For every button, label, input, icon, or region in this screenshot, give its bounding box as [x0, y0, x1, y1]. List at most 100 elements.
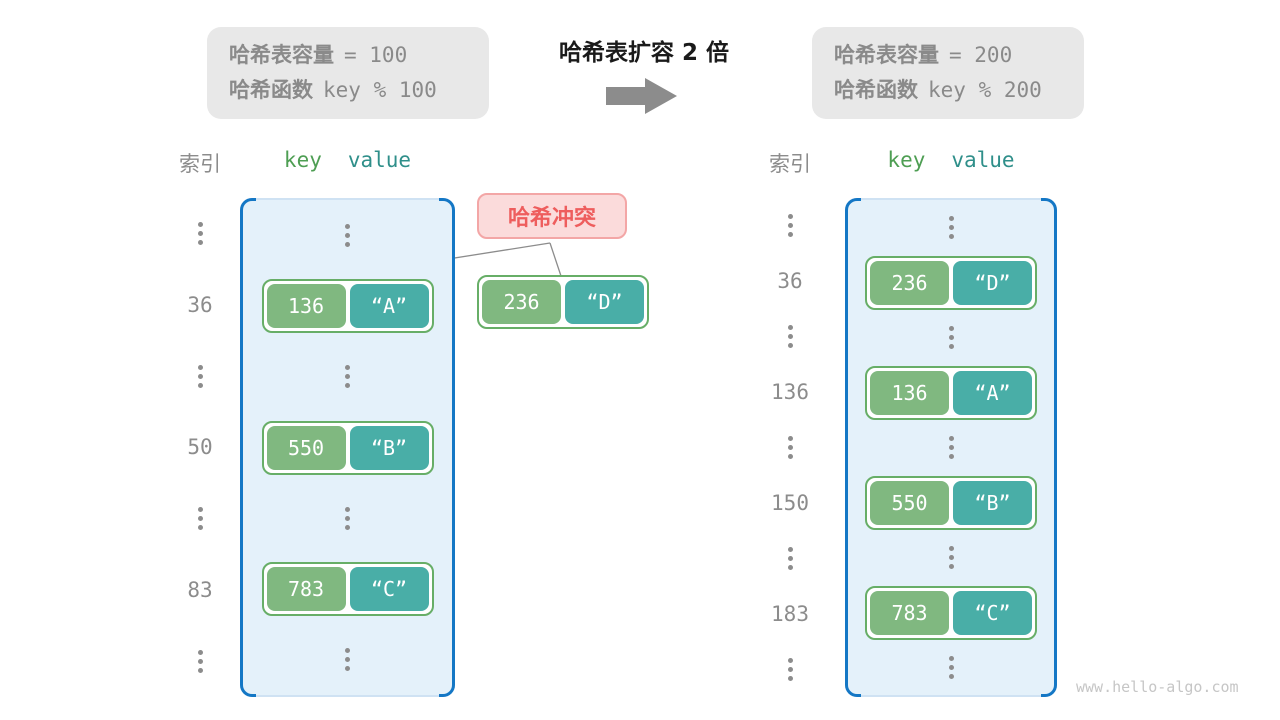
- ellipsis-dots-icon: [948, 216, 954, 239]
- bucket-right: 236“D” 136“A” 550“B” 783“C”: [845, 198, 1057, 697]
- index-column-right: 36 136 150 183: [755, 198, 825, 697]
- ellipsis-row: [165, 341, 235, 412]
- expand-right-arrow-icon: [606, 78, 677, 114]
- hash-function-label: 哈希函数: [834, 78, 918, 102]
- value-cell: “A”: [953, 370, 1032, 415]
- capacity-line: 哈希表容量 = 100: [229, 43, 489, 68]
- value-header: value: [347, 148, 412, 172]
- ellipsis-row: [165, 198, 235, 269]
- ellipsis-dots-icon: [948, 656, 954, 679]
- key-cell: 550: [266, 425, 346, 470]
- ellipsis-row: [165, 483, 235, 554]
- capacity-label: 哈希表容量: [834, 43, 939, 67]
- ellipsis-row: [755, 531, 825, 586]
- kv-column-header-right: key value: [845, 148, 1057, 172]
- ellipsis-dots-icon: [948, 436, 954, 459]
- ellipsis-row: [755, 420, 825, 475]
- index-row: 50: [165, 412, 235, 483]
- ellipsis-row: [847, 310, 1055, 365]
- kv-pair: 236“D”: [865, 255, 1037, 310]
- ellipsis-row: [755, 198, 825, 253]
- ellipsis-dots-icon: [345, 223, 350, 247]
- entry-row: 550“B”: [847, 475, 1055, 530]
- capacity-label: 哈希表容量: [229, 43, 334, 67]
- index-column-left: 36 50 83: [165, 198, 235, 697]
- capacity-value: = 100: [344, 43, 408, 67]
- ellipsis-row: [165, 626, 235, 697]
- kv-pair: 783“C”: [261, 561, 434, 616]
- index-column-header-right: 索引: [769, 152, 811, 176]
- index-column-header-left: 索引: [179, 152, 221, 176]
- ellipsis-row: [847, 530, 1055, 585]
- entry-row: 236“D”: [847, 255, 1055, 310]
- capacity-box-before: 哈希表容量 = 100 哈希函数 key % 100: [207, 27, 489, 119]
- value-cell: “C”: [349, 566, 429, 611]
- kv-pair: 550“B”: [261, 420, 434, 475]
- ellipsis-row: [242, 624, 453, 695]
- kv-pair: 550“B”: [865, 475, 1037, 530]
- ellipsis-dots-icon: [948, 326, 954, 349]
- index-row: 183: [755, 586, 825, 641]
- index-row: 150: [755, 475, 825, 530]
- index-label: 50: [187, 435, 213, 460]
- hash-collision-badge: 哈希冲突: [477, 193, 627, 239]
- ellipsis-dots-icon: [197, 649, 203, 673]
- ellipsis-row: [755, 642, 825, 697]
- hash-function-value: key % 200: [928, 78, 1042, 102]
- index-label: 36: [777, 269, 803, 294]
- collision-kv-pair: 236 “D”: [477, 275, 649, 329]
- hash-function-line: 哈希函数 key % 100: [229, 78, 489, 103]
- ellipsis-row: [242, 200, 453, 271]
- hash-function-line: 哈希函数 key % 200: [834, 78, 1084, 103]
- index-label: 36: [187, 292, 213, 317]
- ellipsis-dots-icon: [948, 546, 954, 569]
- value-cell: “D”: [953, 260, 1032, 305]
- key-cell: 550: [870, 480, 949, 525]
- ellipsis-dots-icon: [345, 648, 350, 672]
- value-cell: “B”: [953, 480, 1032, 525]
- kv-column-header-left: key value: [240, 148, 455, 172]
- index-label: 83: [187, 578, 213, 603]
- index-label: 183: [771, 601, 809, 626]
- index-row: 36: [755, 253, 825, 308]
- ellipsis-row: [242, 341, 453, 412]
- ellipsis-dots-icon: [197, 364, 203, 388]
- ellipsis-dots-icon: [787, 546, 793, 570]
- diagram-title: 哈希表扩容 2 倍: [558, 40, 730, 66]
- kv-pair: 136“A”: [865, 365, 1037, 420]
- ellipsis-row: [755, 309, 825, 364]
- key-cell: 783: [266, 566, 346, 611]
- ellipsis-dots-icon: [787, 325, 793, 349]
- value-header: value: [951, 148, 1015, 172]
- value-cell: “A”: [349, 284, 429, 329]
- key-cell: 136: [870, 370, 949, 415]
- ellipsis-dots-icon: [197, 507, 203, 531]
- key-header: key: [887, 148, 926, 172]
- watermark: www.hello-algo.com: [1076, 678, 1239, 696]
- hash-function-label: 哈希函数: [229, 78, 313, 102]
- ellipsis-dots-icon: [787, 214, 793, 238]
- ellipsis-row: [242, 483, 453, 554]
- key-cell: 236: [482, 280, 561, 324]
- ellipsis-row: [847, 420, 1055, 475]
- ellipsis-row: [847, 640, 1055, 695]
- value-cell: “D”: [565, 280, 644, 324]
- index-label: 136: [771, 380, 809, 405]
- entry-row: 550“B”: [242, 412, 453, 483]
- entry-row: 783“C”: [847, 585, 1055, 640]
- entry-row: 783“C”: [242, 554, 453, 625]
- index-row: 136: [755, 364, 825, 419]
- key-header: key: [283, 148, 322, 172]
- hash-function-value: key % 100: [323, 78, 437, 102]
- capacity-line: 哈希表容量= 200: [834, 43, 1084, 68]
- ellipsis-row: [847, 200, 1055, 255]
- entry-row: 136“A”: [847, 365, 1055, 420]
- key-cell: 783: [870, 590, 949, 635]
- ellipsis-dots-icon: [787, 435, 793, 459]
- index-label: 150: [771, 490, 809, 515]
- value-cell: “C”: [953, 590, 1032, 635]
- ellipsis-dots-icon: [345, 506, 350, 530]
- ellipsis-dots-icon: [345, 365, 350, 389]
- entry-row: 136“A”: [242, 271, 453, 342]
